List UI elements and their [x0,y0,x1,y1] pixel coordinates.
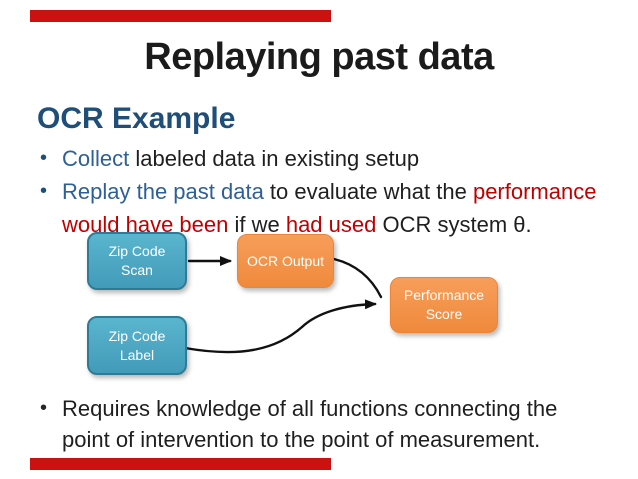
text-segment: Replay the past data [62,179,270,204]
text-segment: OCR system θ. [382,212,532,237]
bottom-red-bar [30,458,331,470]
bullet-replay: • Replay the past data to evaluate what … [40,175,615,241]
node-label-line: Scan [121,262,153,278]
bullet-text-line-1: Replay the past data to evaluate what th… [62,175,615,208]
node-ocr-output: OCR Output [237,234,334,288]
text-segment: had used [285,212,383,237]
node-label-line: Label [119,346,155,363]
bullet-text-line-2: point of intervention to the point of me… [62,424,615,455]
bullet-collect: • Collect labeled data in existing setup [40,142,615,175]
bullet-dot: • [40,147,48,169]
section-heading: OCR Example [37,102,236,135]
arrow-ocr-to-performance [332,257,383,299]
node-label-line: Score [425,306,463,322]
arrow-label-to-performance [183,299,377,354]
text-segment: if we [234,212,286,237]
text-segment: Requires knowledge of all functions conn… [62,396,558,421]
node-zip-code-label: Zip Code Label [87,316,187,375]
text-segment: performance [472,179,597,204]
bullet-dot: • [40,397,48,419]
bullet-dot: • [40,180,48,202]
text-segment: Collect [62,146,136,171]
node-performance-score: Performance Score [390,277,498,333]
text-segment: labeled data in existing setup [135,146,420,171]
text-segment: to evaluate what the [269,179,473,204]
bullet-text-line-2: would have been if we had used OCR syste… [62,208,615,241]
text-segment: would have been [62,212,235,237]
node-label-line: Zip Code [108,327,166,344]
node-label-line: OCR Output [246,252,325,269]
bullet-text-line-1: Requires knowledge of all functions conn… [62,393,615,424]
slide-title: Replaying past data [144,36,494,78]
node-label-line: Zip Code [108,243,166,259]
bullet-text: Collect labeled data in existing setup [62,142,615,175]
top-red-bar [30,10,331,22]
node-label-line: Performance [403,287,485,303]
text-segment: point of intervention to the point of me… [62,427,541,452]
bullet-requires: • Requires knowledge of all functions co… [40,393,615,455]
